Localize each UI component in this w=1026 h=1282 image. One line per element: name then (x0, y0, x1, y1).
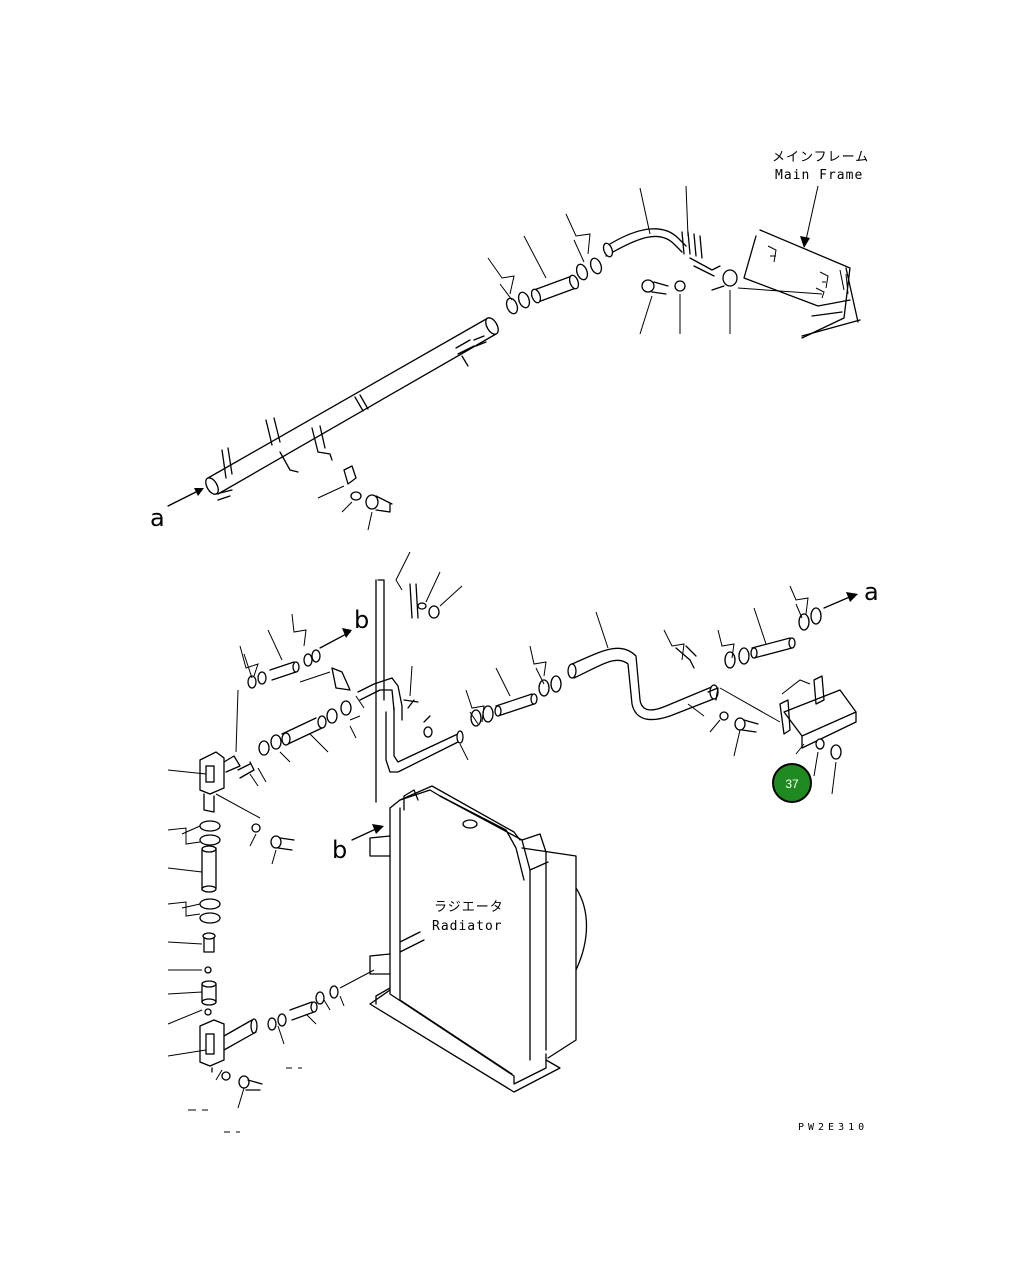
drawing-code: PW2E310 (798, 1122, 868, 1133)
hose-to-b (239, 613, 352, 689)
radiator (369, 785, 588, 1093)
upper-pipe (205, 317, 499, 501)
main-frame-leader-arrow (800, 185, 819, 248)
ref-arrow-b-lower (351, 824, 384, 841)
upper-hose-set (487, 185, 823, 335)
middle-hose-set (465, 611, 759, 757)
main-frame-label-jp: メインフレーム (772, 150, 869, 165)
clamp-bolt-upper (317, 465, 393, 531)
ref-label-a-right: a (864, 578, 879, 606)
lower-hose-set (267, 969, 375, 1045)
bracket-stand (375, 551, 463, 803)
lower-leader-line (235, 689, 239, 753)
callout-37-number[interactable]: 37 (785, 777, 799, 791)
middle-u-pipe (357, 665, 469, 773)
right-hose-to-a (717, 585, 858, 669)
ref-arrow-a-left (167, 488, 204, 507)
radiator-label-en: Radiator (432, 919, 503, 934)
ref-label-b-lower: b (332, 836, 347, 864)
short-pipe-hoses (257, 667, 365, 783)
callout-37[interactable]: 37 (772, 763, 812, 803)
main-frame (743, 229, 861, 339)
left-fitting-stack (167, 751, 302, 1133)
callout-37-circle[interactable] (772, 763, 812, 803)
bracket-plate (719, 675, 857, 795)
radiator-label-jp: ラジエータ (434, 900, 504, 915)
ref-label-b-upper: b (354, 606, 369, 634)
main-frame-label-en: Main Frame (775, 168, 863, 183)
ref-label-a-left: a (150, 504, 165, 532)
